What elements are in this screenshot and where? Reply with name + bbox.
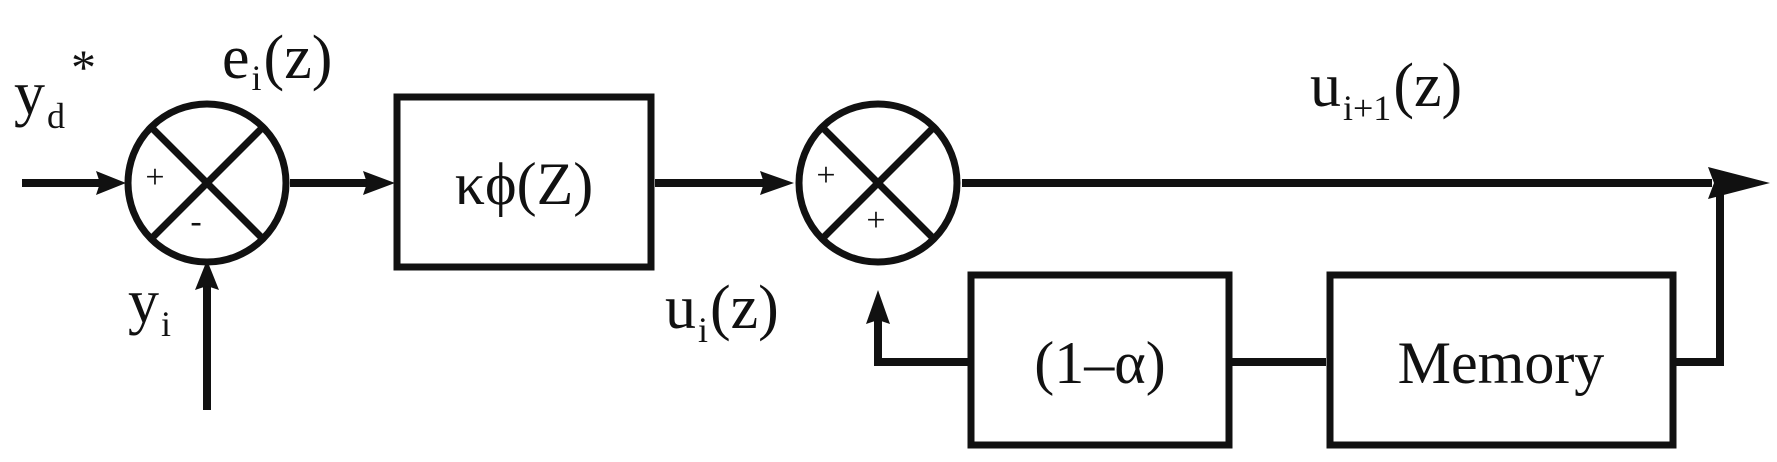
block-frame: [1326, 271, 1677, 449]
arrowhead-reference: [96, 171, 126, 195]
learning-gain-block: κϕ(Z): [393, 93, 655, 271]
forgetting-factor-block: (1–α): [967, 271, 1233, 449]
next-input-label: ui+1(z): [1310, 52, 1462, 128]
error-summing-junction: + -: [124, 100, 290, 266]
signal-wires: [22, 179, 1724, 410]
block-frame: [967, 271, 1233, 449]
block-label: (1–α): [1034, 330, 1165, 396]
error-signal-label: ei(z): [222, 24, 332, 98]
block-frame: [393, 93, 655, 271]
wire-forgetting-to-sum: [874, 320, 970, 366]
sign-plus: +: [866, 202, 885, 239]
arrowhead-next-input: [1708, 167, 1770, 199]
junction-cross-line: [819, 124, 937, 242]
current-input-label: ui(z): [665, 274, 779, 350]
arrowheads: [96, 167, 1770, 324]
sign-plus: +: [816, 157, 835, 194]
reference-signal-label: yd*: [14, 39, 96, 136]
arrowhead-feedback: [866, 290, 890, 324]
wire-feedback-branch: [1676, 185, 1724, 366]
sign-minus: -: [190, 203, 201, 240]
arrowhead-gain: [760, 171, 794, 195]
arrowhead-output: [195, 260, 219, 290]
junction-cross-line: [148, 124, 266, 242]
arrowhead-error: [363, 171, 395, 195]
update-summing-junction: + +: [795, 100, 961, 266]
output-signal-label: yi: [128, 268, 171, 344]
sign-plus: +: [145, 159, 164, 196]
memory-block: Memory: [1326, 271, 1677, 449]
block-label: κϕ(Z): [455, 151, 593, 217]
block-label: Memory: [1398, 330, 1605, 396]
